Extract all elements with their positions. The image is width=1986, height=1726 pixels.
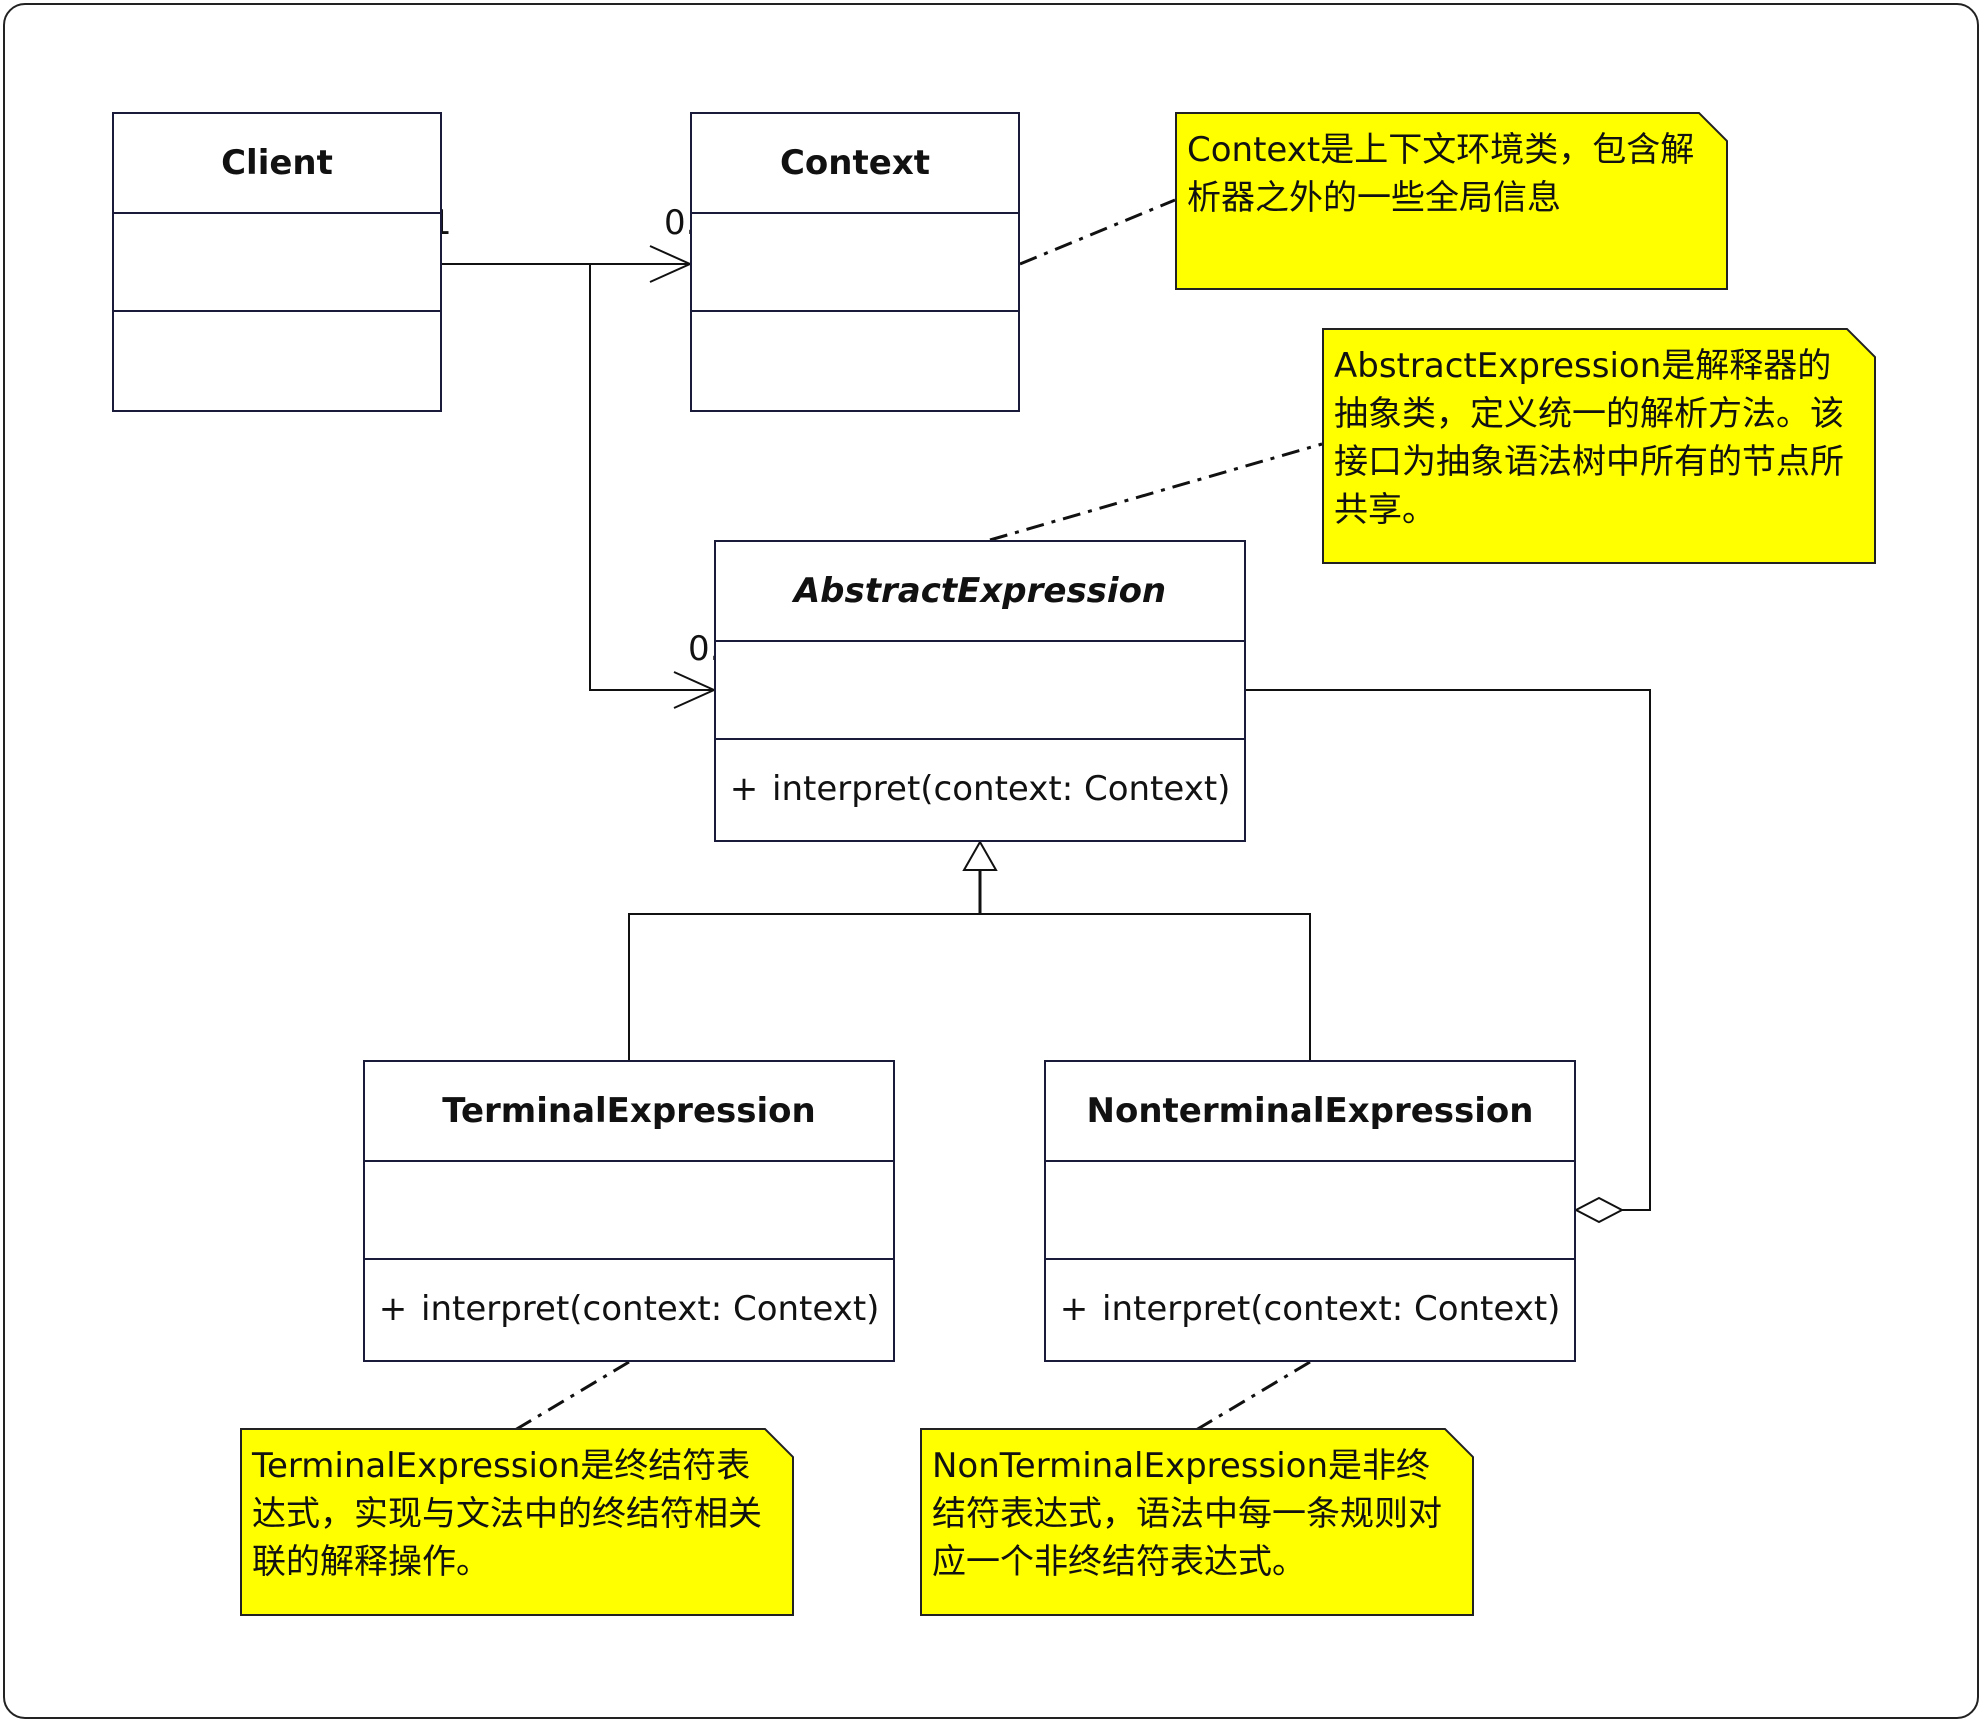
class-name: NonterminalExpression	[1046, 1062, 1574, 1162]
abstract-note-anchor	[989, 442, 1323, 542]
note-text: TerminalExpression是终结符表达式，实现与文法中的终结符相关联的…	[252, 1446, 762, 1582]
class-client[interactable]: Client	[112, 112, 442, 412]
note-fold-icon	[764, 1428, 794, 1458]
operations-compartment: + interpret(context: Context)	[365, 1260, 893, 1358]
operation-interpret: interpret(context: Context)	[772, 769, 1231, 809]
note-terminal-expression[interactable]: TerminalExpression是终结符表达式，实现与文法中的终结符相关联的…	[240, 1428, 794, 1616]
note-nonterminal-expression[interactable]: NonTerminalExpression是非终结符表达式，语法中每一条规则对应…	[920, 1428, 1474, 1616]
generalization-triangle	[962, 839, 998, 871]
operation-interpret: interpret(context: Context)	[421, 1289, 880, 1329]
operations-compartment	[114, 312, 440, 410]
class-context[interactable]: Context	[690, 112, 1020, 412]
class-name: Context	[692, 114, 1018, 214]
note-context[interactable]: Context是上下文环境类，包含解析器之外的一些全局信息	[1175, 112, 1728, 290]
note-fold-icon	[1846, 328, 1876, 358]
visibility-marker: +	[1059, 1289, 1089, 1329]
class-name: AbstractExpression	[716, 542, 1244, 642]
note-text: Context是上下文环境类，包含解析器之外的一些全局信息	[1187, 130, 1695, 218]
visibility-marker: +	[378, 1289, 408, 1329]
note-fold-icon	[1698, 112, 1728, 142]
class-abstract-expression[interactable]: AbstractExpression + interpret(context: …	[714, 540, 1246, 842]
context-note-anchor	[1019, 198, 1176, 266]
nonterminal-note-anchor	[1195, 1360, 1311, 1432]
attributes-compartment	[716, 642, 1244, 740]
nonterminal-aggregation	[1246, 689, 1651, 1211]
operation-interpret: interpret(context: Context)	[1102, 1289, 1561, 1329]
class-name: TerminalExpression	[365, 1062, 893, 1162]
terminal-note-anchor	[514, 1360, 630, 1432]
attributes-compartment	[1046, 1162, 1574, 1260]
operations-compartment: + interpret(context: Context)	[716, 740, 1244, 838]
attributes-compartment	[692, 214, 1018, 312]
attributes-compartment	[365, 1162, 893, 1260]
attributes-compartment	[114, 214, 440, 312]
note-abstract-expression[interactable]: AbstractExpression是解释器的抽象类，定义统一的解析方法。该接口…	[1322, 328, 1876, 564]
class-name: Client	[114, 114, 440, 214]
operations-compartment: + interpret(context: Context)	[1046, 1260, 1574, 1358]
class-terminal-expression[interactable]: TerminalExpression + interpret(context: …	[363, 1060, 895, 1362]
aggregation-diamond	[1573, 1196, 1625, 1224]
terminal-generalization	[628, 913, 1311, 1060]
class-nonterminal-expression[interactable]: NonterminalExpression + interpret(contex…	[1044, 1060, 1576, 1362]
client-abstract-association	[589, 264, 714, 691]
note-text: NonTerminalExpression是非终结符表达式，语法中每一条规则对应…	[932, 1446, 1442, 1582]
visibility-marker: +	[729, 769, 759, 809]
note-fold-icon	[1444, 1428, 1474, 1458]
note-text: AbstractExpression是解释器的抽象类，定义统一的解析方法。该接口…	[1334, 346, 1844, 530]
operations-compartment	[692, 312, 1018, 410]
